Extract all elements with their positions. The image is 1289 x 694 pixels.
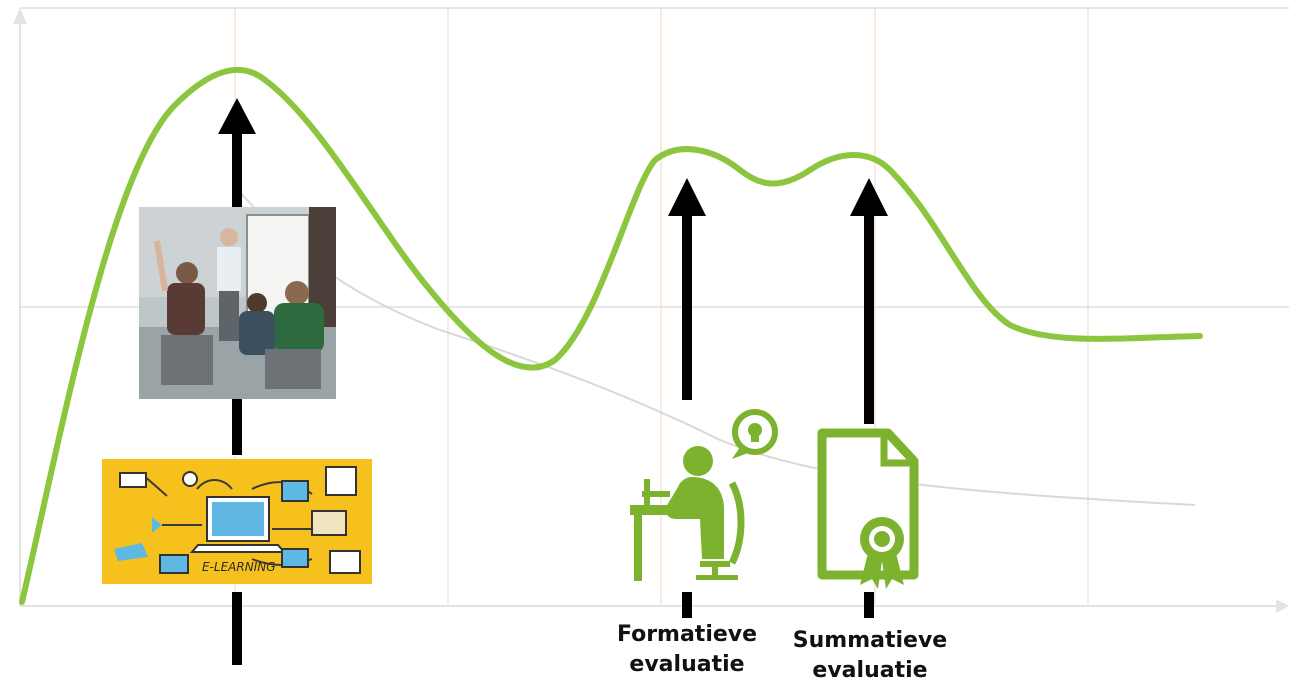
learning-curve	[19, 66, 1203, 605]
label-summative-evaluation: Summatieve evaluatie	[788, 626, 952, 686]
y-axis-arrow-icon	[13, 8, 27, 24]
certificate-icon	[817, 428, 919, 589]
classroom-photo-icon	[139, 207, 336, 399]
label-summative-line2: evaluatie	[812, 658, 928, 683]
forgetting-curve	[237, 189, 1196, 506]
x-axis-arrow-icon	[1276, 599, 1289, 613]
label-summative-line1: Summatieve	[792, 628, 948, 653]
arrow-summative	[850, 178, 888, 618]
label-formative-line2: evaluatie	[629, 652, 745, 677]
axes	[13, 8, 1289, 613]
student-at-desk-icon	[630, 409, 778, 581]
e-learning-text: E-LEARNING	[202, 560, 276, 574]
label-formative-line1: Formatieve	[616, 622, 758, 647]
arrow-instruction	[218, 98, 256, 665]
arrow-formative	[668, 178, 706, 618]
arrow-head-formative-icon	[668, 178, 706, 216]
label-formative-evaluation: Formatieve evaluatie	[612, 620, 762, 680]
arrow-head-instruction-icon	[218, 98, 256, 134]
e-learning-illustration-icon: E-LEARNING	[102, 459, 372, 584]
arrow-head-summative-icon	[850, 178, 888, 216]
